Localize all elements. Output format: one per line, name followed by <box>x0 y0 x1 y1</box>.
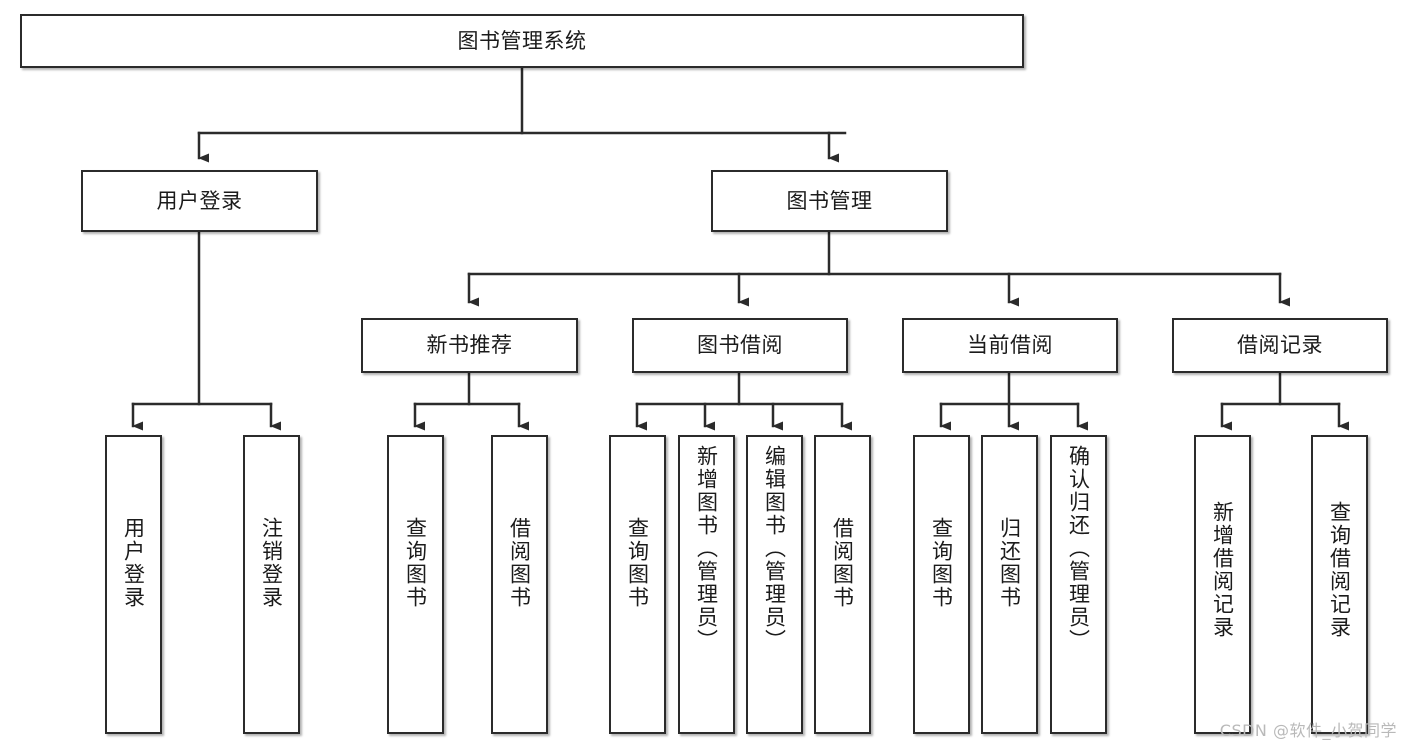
node-leaf-return-book[interactable]: 归还图书 <box>981 435 1038 734</box>
node-leaf-borrow-book[interactable]: 借阅图书 <box>814 435 871 734</box>
node-leaf-edit-book-admin[interactable]: 编辑图书（管理员） <box>746 435 803 734</box>
node-label: 图书管理 <box>786 188 873 213</box>
node-label: 用户登录 <box>121 517 146 609</box>
node-leaf-query-book-recommend[interactable]: 查询图书 <box>387 435 444 734</box>
node-user-login[interactable]: 用户登录 <box>81 170 318 232</box>
node-label: 归还图书 <box>997 517 1022 609</box>
node-label: 图书借阅 <box>697 333 783 358</box>
node-label: 确认归还（管理员） <box>1066 445 1091 652</box>
node-label: 当前借阅 <box>967 333 1053 358</box>
node-label: 图书管理系统 <box>457 28 587 53</box>
node-label: 注销登录 <box>259 517 284 609</box>
node-leaf-borrow-book-recommend[interactable]: 借阅图书 <box>491 435 548 734</box>
node-leaf-query-borrow-record[interactable]: 查询借阅记录 <box>1311 435 1368 734</box>
node-leaf-query-book-borrow[interactable]: 查询图书 <box>609 435 666 734</box>
node-label: 查询图书 <box>403 517 428 609</box>
node-label: 编辑图书（管理员） <box>762 445 787 652</box>
node-label: 新增图书（管理员） <box>694 445 719 652</box>
node-borrow-record[interactable]: 借阅记录 <box>1172 318 1388 373</box>
node-root-system[interactable]: 图书管理系统 <box>20 14 1024 68</box>
node-label: 借阅图书 <box>507 517 532 609</box>
node-leaf-add-borrow-record[interactable]: 新增借阅记录 <box>1194 435 1251 734</box>
node-current-borrow[interactable]: 当前借阅 <box>902 318 1118 373</box>
node-label: 查询借阅记录 <box>1327 501 1352 639</box>
node-leaf-add-book-admin[interactable]: 新增图书（管理员） <box>678 435 735 734</box>
node-label: 用户登录 <box>156 188 243 213</box>
node-label: 查询图书 <box>625 517 650 609</box>
node-label: 借阅记录 <box>1237 333 1323 358</box>
node-leaf-logout-login[interactable]: 注销登录 <box>243 435 300 734</box>
node-label: 新书推荐 <box>426 333 513 358</box>
csdn-watermark: CSDN @软件_小贺同学 <box>1219 721 1397 740</box>
node-label: 新增借阅记录 <box>1210 501 1235 639</box>
node-label: 借阅图书 <box>830 517 855 609</box>
node-book-management[interactable]: 图书管理 <box>711 170 948 232</box>
node-leaf-user-login[interactable]: 用户登录 <box>105 435 162 734</box>
node-leaf-query-book-current[interactable]: 查询图书 <box>913 435 970 734</box>
node-label: 查询图书 <box>929 517 954 609</box>
node-new-book-recommend[interactable]: 新书推荐 <box>361 318 578 373</box>
node-leaf-confirm-return-admin[interactable]: 确认归还（管理员） <box>1050 435 1107 734</box>
node-book-borrow[interactable]: 图书借阅 <box>632 318 848 373</box>
